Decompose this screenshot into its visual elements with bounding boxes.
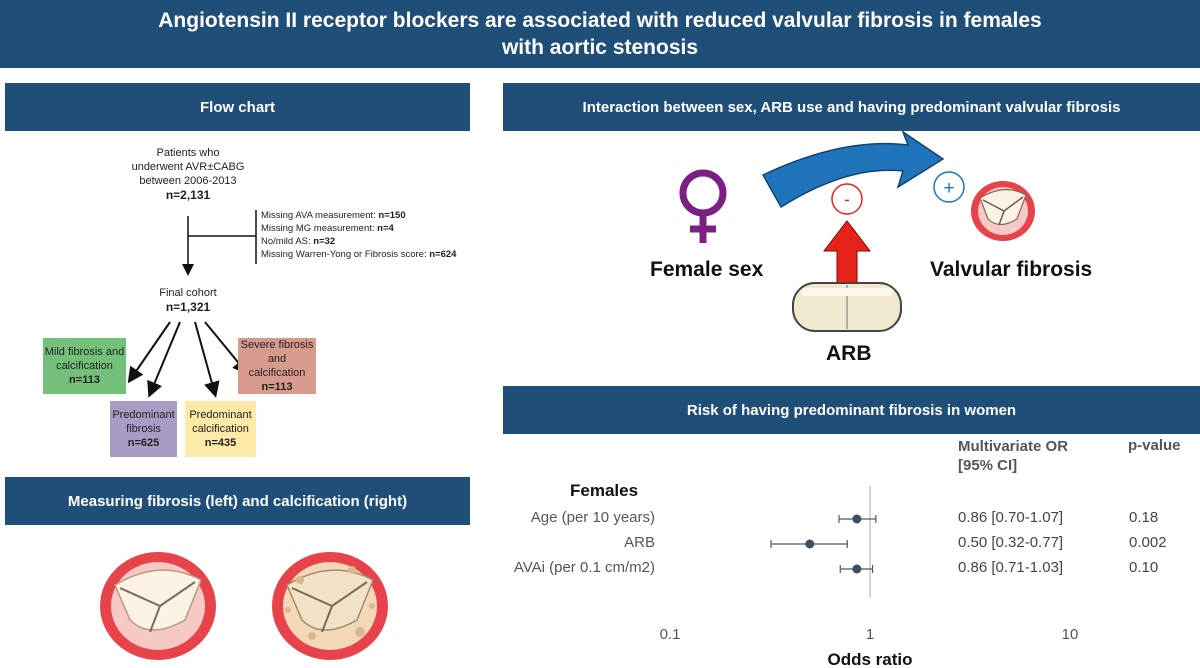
group-n: n=113 xyxy=(261,381,293,393)
group-label: fibrosis xyxy=(126,423,161,435)
x-axis-label: Odds ratio xyxy=(827,650,912,668)
female-sex-label: Female sex xyxy=(650,258,764,281)
group-label: calcification xyxy=(192,423,249,435)
group-label-females: Females xyxy=(570,481,639,500)
female-symbol-icon xyxy=(679,169,727,243)
interaction-header: Interaction between sex, ARB use and hav… xyxy=(503,83,1200,131)
group-n: n=435 xyxy=(204,437,237,449)
measuring-header: Measuring fibrosis (left) and calcificat… xyxy=(5,477,470,525)
x-tick-label: 1 xyxy=(866,626,874,643)
minus-circle-icon: - xyxy=(831,183,863,215)
row-p-age: 0.18 xyxy=(1129,509,1159,526)
flow-start-node: Patients who underwent AVR±CABG between … xyxy=(128,146,248,202)
title-line-1: Angiotensin II receptor blockers are ass… xyxy=(158,9,1042,32)
pill-icon xyxy=(792,282,902,332)
point-estimate xyxy=(852,514,862,524)
interaction-diagram: - + xyxy=(679,130,1035,332)
start-n: n=2,131 xyxy=(165,188,211,202)
risk-header: Risk of having predominant fibrosis in w… xyxy=(503,386,1200,434)
exclusion-item: No/mild AS: n=32 xyxy=(261,236,336,247)
col-header-or-line-2: [95% CI] xyxy=(958,457,1018,474)
point-estimate xyxy=(852,564,862,574)
group-label: and calcification xyxy=(248,353,306,379)
row-label-avai: AVAi (per 0.1 cm/m2) xyxy=(513,559,655,576)
row-or-avai: 0.86 [0.71-1.03] xyxy=(958,559,1064,576)
x-tick-label: 10 xyxy=(1062,626,1079,643)
plus-circle-icon: + xyxy=(933,171,965,203)
group-mild-fibrosis-calcification: Mild fibrosis and calcification n=113 xyxy=(43,338,126,394)
group-predominant-fibrosis: Predominant fibrosis n=625 xyxy=(110,401,177,457)
row-label-arb: ARB xyxy=(624,534,655,551)
row-or-arb: 0.50 [0.32-0.77] xyxy=(958,534,1064,551)
col-header-p: p-value xyxy=(1128,437,1181,454)
valve-calcification-icon xyxy=(272,552,388,660)
arrow-pred-calcification xyxy=(194,321,220,398)
row-or-age: 0.86 [0.70-1.07] xyxy=(958,509,1064,526)
x-tick-label: 0.1 xyxy=(660,626,681,643)
point-estimate xyxy=(805,539,815,549)
exclusion-item: Missing AVA measurement: n=150 xyxy=(261,210,406,221)
group-label: Predominant xyxy=(112,409,175,421)
group-n: n=625 xyxy=(127,437,160,449)
group-label: Mild fibrosis and xyxy=(44,346,125,358)
title-line-2: with aortic stenosis xyxy=(501,36,699,59)
row-label-age: Age (per 10 years) xyxy=(530,509,655,526)
final-cohort-node: Final cohort n=1,321 xyxy=(138,286,238,314)
plus-sign: + xyxy=(943,178,954,199)
exclusion-item: Missing Warren-Yong or Fibrosis score: n… xyxy=(261,249,457,260)
col-header-or-line-1: Multivariate OR xyxy=(958,438,1069,455)
valve-icon xyxy=(971,181,1035,241)
col-header-or: Multivariate OR [95% CI] xyxy=(958,437,1068,475)
exclusion-list: Missing AVA measurement: n=150 Missing M… xyxy=(261,209,456,261)
group-n: n=113 xyxy=(69,374,100,386)
main-title-banner: Angiotensin II receptor blockers are ass… xyxy=(0,0,1200,68)
flow-chart-lines xyxy=(127,210,257,398)
group-label: calcification xyxy=(56,360,113,372)
group-predominant-calcification: Predominant calcification n=435 xyxy=(185,401,256,457)
blue-curved-arrow-icon xyxy=(761,130,945,209)
valvular-fibrosis-label: Valvular fibrosis xyxy=(930,258,1093,281)
final-n: n=1,321 xyxy=(165,300,211,314)
start-line-3: between 2006-2013 xyxy=(139,175,237,187)
start-line-1: Patients who xyxy=(156,147,220,159)
group-label: Severe fibrosis xyxy=(240,339,314,351)
group-severe-fibrosis-calcification: Severe fibrosis and calcification n=113 xyxy=(238,338,316,394)
row-p-avai: 0.10 xyxy=(1129,559,1159,576)
row-p-arb: 0.002 xyxy=(1129,534,1167,551)
arrow-mild xyxy=(127,321,171,384)
final-label: Final cohort xyxy=(159,287,217,299)
group-label: Predominant xyxy=(189,409,252,421)
flow-chart-header: Flow chart xyxy=(5,83,470,131)
valve-fibrosis-icon xyxy=(100,552,216,660)
exclusion-item: Missing MG measurement: n=4 xyxy=(261,223,394,234)
minus-sign: - xyxy=(844,190,850,209)
measuring-illustrations xyxy=(100,552,388,660)
arb-label: ARB xyxy=(826,342,872,365)
start-line-2: underwent AVR±CABG xyxy=(131,161,245,173)
arrow-pred-fibrosis xyxy=(147,321,181,398)
